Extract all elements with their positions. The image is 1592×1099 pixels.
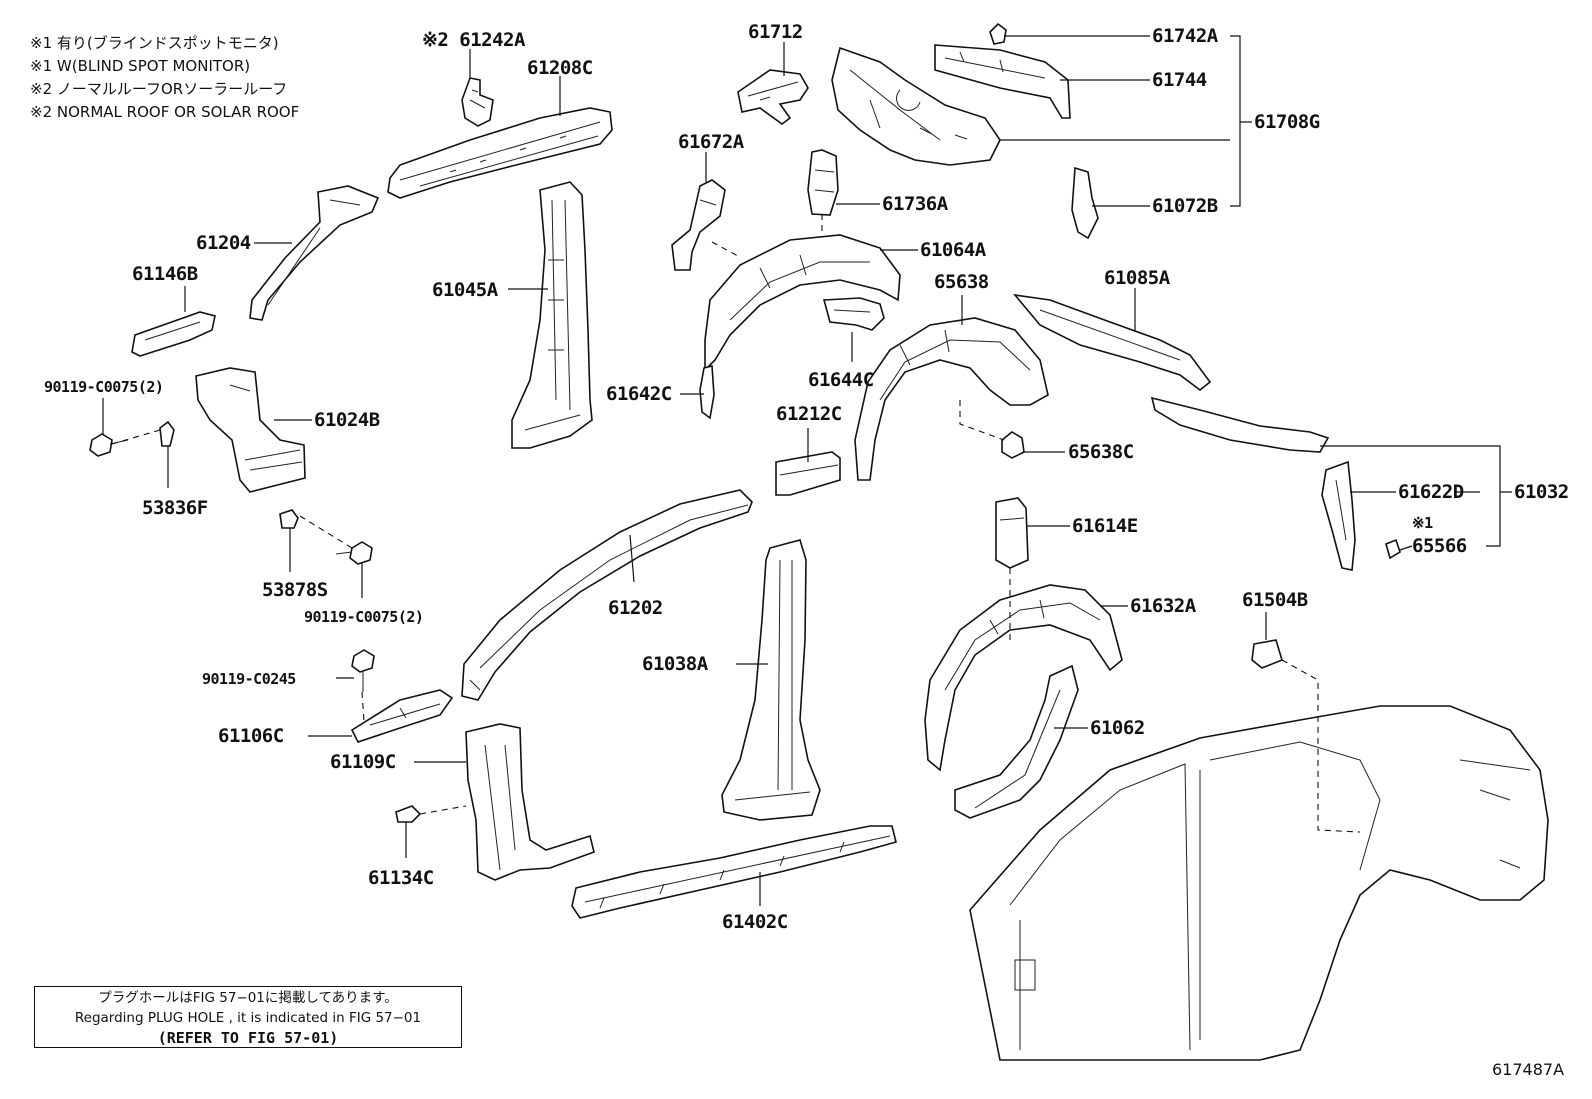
- label-61744: 61744: [1152, 69, 1207, 91]
- part-61109C: [465, 723, 595, 881]
- label-61106C: 61106C: [218, 725, 284, 747]
- bolt-icon: [335, 541, 373, 565]
- part-body-side-outer: [969, 705, 1549, 1061]
- label-61072B: 61072B: [1152, 195, 1218, 217]
- note-line-en: Regarding PLUG HOLE , it is indicated in…: [74, 1010, 422, 1026]
- part-61642C: [699, 364, 715, 420]
- part-61242A: [461, 77, 494, 127]
- label-61402C: 61402C: [722, 911, 788, 933]
- part-61062: [954, 664, 1079, 819]
- label-61736A: 61736A: [882, 193, 949, 215]
- label-61085A: 61085A: [1104, 267, 1171, 289]
- figure-number: 617487A: [1492, 1060, 1565, 1079]
- label-61146B: 61146B: [132, 263, 198, 285]
- note-line-jp: プラグホールはFIG 57−01に掲載してあります。: [98, 990, 398, 1006]
- part-65638: [854, 317, 1049, 481]
- label-61045A: 61045A: [432, 279, 499, 301]
- part-61146B: [131, 311, 216, 357]
- plug-hole-note: プラグホールはFIG 57−01に掲載してあります。 Regarding PLU…: [34, 986, 462, 1048]
- label-61134C: 61134C: [368, 867, 434, 889]
- label-61038A: 61038A: [642, 653, 709, 675]
- label-61672A: 61672A: [678, 131, 745, 153]
- part-61072B: [1071, 166, 1099, 240]
- label-61204: 61204: [196, 232, 251, 254]
- label-65566: 65566: [1412, 535, 1467, 557]
- part-61202: [461, 489, 753, 701]
- label-61504B: 61504B: [1242, 589, 1308, 611]
- bolt-icon: [89, 433, 129, 457]
- label-61242A: ※2 61242A: [422, 29, 526, 51]
- label-65638: 65638: [934, 271, 989, 293]
- part-61045A: [511, 181, 593, 449]
- label-61614E: 61614E: [1072, 515, 1138, 537]
- label-61642C: 61642C: [606, 383, 672, 405]
- label-61109C: 61109C: [330, 751, 396, 773]
- label-61632A: 61632A: [1130, 595, 1197, 617]
- part-61032: [1150, 396, 1330, 453]
- part-61644C: [822, 297, 885, 331]
- part-61212C: [775, 451, 841, 496]
- label-61212C: 61212C: [776, 403, 842, 425]
- part-61622D: [1321, 460, 1356, 571]
- legend: ※1 有り(ブラインドスポットモニタ) ※1 W(BLIND SPOT MONI…: [30, 32, 299, 124]
- leader-lines: [102, 35, 1512, 906]
- label-61708G: 61708G: [1254, 111, 1320, 133]
- part-61085A: [1013, 293, 1212, 392]
- part-61736A: [807, 149, 839, 216]
- label-61742A: 61742A: [1152, 25, 1219, 47]
- label-61712: 61712: [748, 21, 803, 43]
- part-61712: [737, 69, 809, 125]
- legend-line: ※2 ノーマルルーフORソーラールーフ: [30, 80, 288, 98]
- label-53878S: 53878S: [262, 579, 328, 601]
- part-65566: [1385, 538, 1401, 560]
- part-61402C: [571, 825, 897, 919]
- part-61614E: [995, 497, 1029, 569]
- part-61204: [249, 185, 380, 321]
- label-90119-C0075-a: 90119-C0075(2): [44, 378, 163, 396]
- label-61202: 61202: [608, 597, 663, 619]
- label-61622D: 61622D: [1398, 481, 1464, 503]
- label-61062: 61062: [1090, 717, 1145, 739]
- part-61672A: [671, 179, 726, 271]
- part-61708G: [831, 46, 1001, 166]
- part-61106C: [350, 689, 454, 743]
- legend-line: ※2 NORMAL ROOF OR SOLAR ROOF: [30, 103, 300, 121]
- label-53836F: 53836F: [142, 497, 208, 519]
- label-61064A: 61064A: [920, 239, 987, 261]
- part-53836F: [159, 420, 175, 447]
- part-61744: [934, 44, 1071, 119]
- part-labels: ※2 61242A 61208C 61712 61742A 61744 6170…: [44, 21, 1569, 933]
- part-65638C: [1001, 431, 1025, 459]
- legend-line: ※1 有り(ブラインドスポットモニタ): [30, 34, 279, 52]
- label-61208C: 61208C: [527, 57, 593, 79]
- label-65638C: 65638C: [1068, 441, 1134, 463]
- label-90119-C0075-b: 90119-C0075(2): [304, 608, 423, 626]
- part-53878S: [279, 509, 299, 529]
- legend-line: ※1 W(BLIND SPOT MONITOR): [30, 57, 251, 75]
- part-61742A: [989, 22, 1007, 45]
- bolt-icon: [351, 649, 375, 692]
- label-65566-mark: ※1: [1412, 514, 1433, 532]
- part-61024B: [195, 367, 306, 493]
- part-61632A: [924, 584, 1123, 772]
- note-line-refer: (REFER TO FIG 57-01): [157, 1029, 339, 1047]
- part-61038A: [721, 539, 821, 821]
- label-61032: 61032: [1514, 481, 1569, 503]
- label-61024B: 61024B: [314, 409, 380, 431]
- label-90119-C0245: 90119-C0245: [202, 670, 296, 688]
- part-61134C: [395, 805, 422, 823]
- part-61064A: [704, 234, 901, 372]
- label-61644C: 61644C: [808, 369, 874, 391]
- part-61208C: [387, 107, 613, 199]
- part-61504B: [1251, 639, 1283, 669]
